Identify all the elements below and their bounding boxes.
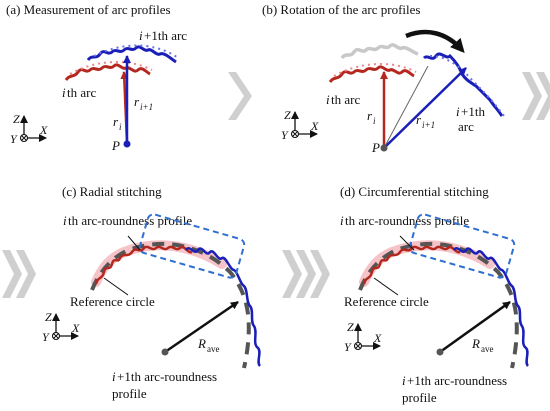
next-arc-dots [93, 44, 179, 59]
panel-b: (b) Rotation of the arc profiles i th ar… [262, 2, 505, 155]
next-arc-roundness-profile [184, 247, 262, 367]
label-rave: R [197, 336, 206, 351]
label-bottom-line2: profile [402, 390, 437, 405]
label-rave-sub: ave [481, 344, 494, 354]
label-next-arc: +1th [461, 104, 485, 119]
angle-line [383, 65, 429, 149]
ith-arc-roundness-profile [94, 245, 193, 285]
label-ith-arc-i: i [326, 92, 330, 107]
chevron-right-icon [2, 250, 22, 298]
panel-a-title: (a) Measurement of arc profiles [6, 2, 171, 17]
label-bottom-line1: +1th arc-roundness [407, 373, 507, 388]
label-ith-arc: th arc [331, 92, 360, 107]
label-bottom-line2: profile [112, 386, 147, 401]
rotation-arrow [405, 29, 465, 53]
next-arc-roundness-profile [452, 247, 530, 367]
radius-rave-arrow [164, 300, 239, 354]
chevron-right-icon [536, 72, 550, 120]
axis-z-label: Z [284, 108, 291, 122]
axes-icon [19, 115, 47, 143]
chevron-right-icon [228, 72, 252, 120]
radius-ri1-line [383, 67, 467, 149]
panel-c-title: (c) Radial stitching [62, 184, 162, 199]
label-top-i: i [63, 213, 67, 228]
panel-a: (a) Measurement of arc profiles i +1th a… [6, 2, 187, 153]
axis-z-label: Z [13, 112, 20, 126]
label-r-next-sub: i+1 [422, 120, 435, 130]
label-reference-circle: Reference circle [344, 294, 429, 309]
chevron-right-icon [310, 250, 330, 298]
reference-circle-dashed [90, 241, 251, 369]
label-bottom-i: i [402, 373, 406, 388]
label-next-i: i [456, 104, 460, 119]
leader-line [373, 277, 399, 296]
label-p: P [371, 140, 380, 155]
point-p [123, 140, 131, 148]
next-arc-profile [86, 45, 177, 64]
label-r-next: r [416, 112, 422, 127]
label-next-arc-i: i [139, 28, 143, 43]
radius-rave-arrow [439, 300, 511, 354]
chevron-right-icon [282, 250, 302, 298]
ith-arc-profile [328, 65, 415, 83]
rotated-next-dots [429, 55, 505, 117]
axis-x-label: X [39, 123, 48, 137]
axes-icon [290, 111, 318, 139]
label-rave-sub: ave [207, 344, 220, 354]
label-ri: r [367, 108, 373, 123]
panel-d: (d) Circumferential stitching i th arc-r… [340, 184, 530, 405]
chevron-right-icon [16, 250, 36, 298]
ith-arc-roundness-profile [362, 245, 461, 285]
axis-y-label: Y [344, 340, 352, 354]
axis-z-label: Z [347, 320, 354, 334]
label-next-arc-line2: arc [458, 119, 474, 134]
label-ri-sub: i [119, 122, 122, 132]
center-point [161, 348, 169, 356]
axis-x-label: X [71, 321, 80, 335]
axis-y-label: Y [10, 132, 18, 146]
label-next-arc: +1th arc [144, 28, 187, 43]
center-point [436, 348, 444, 356]
label-top-i: i [340, 213, 344, 228]
chevron-arrows [2, 72, 550, 298]
label-ri-sub: i [373, 116, 376, 126]
overlap-region-box [138, 213, 246, 279]
axes-icon [51, 313, 79, 341]
label-top-profile: th arc-roundness profile [345, 213, 469, 228]
chevron-right-icon [296, 250, 316, 298]
label-ith-arc-i: i [62, 85, 66, 100]
label-rave: R [471, 336, 480, 351]
leader-line [399, 235, 415, 251]
label-reference-circle: Reference circle [70, 294, 155, 309]
axis-x-label: X [310, 119, 319, 133]
chevron-right-icon [522, 72, 542, 120]
panel-d-title: (d) Circumferential stitching [340, 184, 489, 199]
label-p: P [111, 138, 120, 153]
point-p [380, 144, 388, 152]
leader-line [103, 277, 129, 296]
label-ith-arc: th arc [67, 85, 96, 100]
ith-arc-profile [64, 63, 151, 81]
label-bottom-i: i [112, 369, 116, 384]
label-bottom-line1: +1th arc-roundness [117, 369, 217, 384]
axis-y-label: Y [281, 128, 289, 142]
label-top-profile: th arc-roundness profile [68, 213, 192, 228]
leader-line [127, 235, 141, 251]
grey-original-arc [340, 43, 419, 60]
axis-z-label: Z [45, 310, 52, 324]
panel-b-title: (b) Rotation of the arc profiles [262, 2, 420, 17]
axis-y-label: Y [42, 330, 50, 344]
axes-icon [353, 323, 381, 351]
overlap-region-box [408, 213, 516, 279]
label-r-next: r [134, 94, 140, 109]
axis-x-label: X [373, 331, 382, 345]
label-ri: r [113, 114, 119, 129]
reference-circle-dashed [358, 241, 519, 369]
panel-c: (c) Radial stitching i th arc-roundness … [42, 184, 262, 401]
label-r-next-sub: i+1 [140, 102, 153, 112]
